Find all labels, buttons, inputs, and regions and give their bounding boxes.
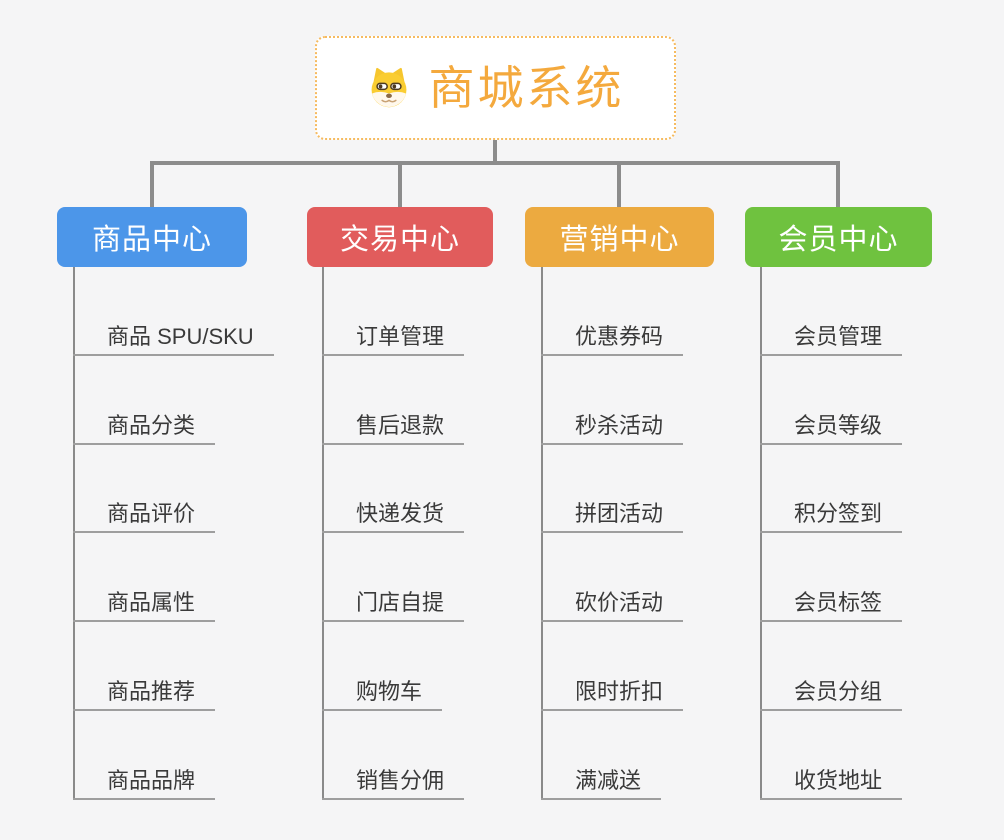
branch-node-trade-center[interactable]: 交易中心 <box>307 207 493 267</box>
dog-face-icon <box>371 67 406 108</box>
branch-node-goods-center[interactable]: 商品中心 <box>57 207 247 267</box>
leaf-node[interactable]: 秒杀活动 <box>541 356 684 445</box>
leaf-node[interactable]: 会员标签 <box>760 533 903 622</box>
branch-node-marketing-center[interactable]: 营销中心 <box>525 207 714 267</box>
leaf-node[interactable]: 商品评价 <box>73 445 216 534</box>
connector-drop-branch-3 <box>617 161 621 207</box>
leaf-node[interactable]: 满减送 <box>541 711 662 800</box>
root-node[interactable]: 商城系统 <box>315 36 676 140</box>
connector-drop-branch-4 <box>836 161 840 207</box>
leaf-node[interactable]: 商品 SPU/SKU <box>73 267 274 356</box>
leaf-node[interactable]: 优惠券码 <box>541 267 684 356</box>
connector-drop-branch-2 <box>398 161 402 207</box>
leaf-node[interactable]: 砍价活动 <box>541 533 684 622</box>
leaf-node[interactable]: 订单管理 <box>322 267 465 356</box>
branch-children-column-goods: 商品 SPU/SKU 商品分类 商品评价 商品属性 商品推荐 商品品牌 <box>73 267 274 800</box>
leaf-node[interactable]: 拼团活动 <box>541 445 684 534</box>
branch-children-column-member: 会员管理 会员等级 积分签到 会员标签 会员分组 收货地址 <box>760 267 903 800</box>
leaf-node[interactable]: 会员管理 <box>760 267 903 356</box>
leaf-node[interactable]: 销售分佣 <box>322 711 465 800</box>
leaf-node[interactable]: 商品属性 <box>73 533 216 622</box>
leaf-node[interactable]: 会员分组 <box>760 622 903 711</box>
leaf-node[interactable]: 商品分类 <box>73 356 216 445</box>
leaf-node[interactable]: 商品推荐 <box>73 622 216 711</box>
leaf-node[interactable]: 购物车 <box>322 622 443 711</box>
leaf-node[interactable]: 售后退款 <box>322 356 465 445</box>
leaf-node[interactable]: 会员等级 <box>760 356 903 445</box>
leaf-node[interactable]: 商品品牌 <box>73 711 216 800</box>
root-title: 商城系统 <box>428 62 625 114</box>
connector-drop-branch-1 <box>150 161 154 207</box>
leaf-node[interactable]: 快递发货 <box>322 445 465 534</box>
branch-node-member-center[interactable]: 会员中心 <box>745 207 932 267</box>
branch-children-column-marketing: 优惠券码 秒杀活动 拼团活动 砍价活动 限时折扣 满减送 <box>541 267 684 800</box>
leaf-node[interactable]: 门店自提 <box>322 533 465 622</box>
leaf-node[interactable]: 收货地址 <box>760 711 903 800</box>
leaf-node[interactable]: 积分签到 <box>760 445 903 534</box>
connector-horizontal-bar <box>150 161 840 165</box>
branch-children-column-trade: 订单管理 售后退款 快递发货 门店自提 购物车 销售分佣 <box>322 267 465 800</box>
leaf-node[interactable]: 限时折扣 <box>541 622 684 711</box>
connector-root-stub <box>493 140 497 163</box>
